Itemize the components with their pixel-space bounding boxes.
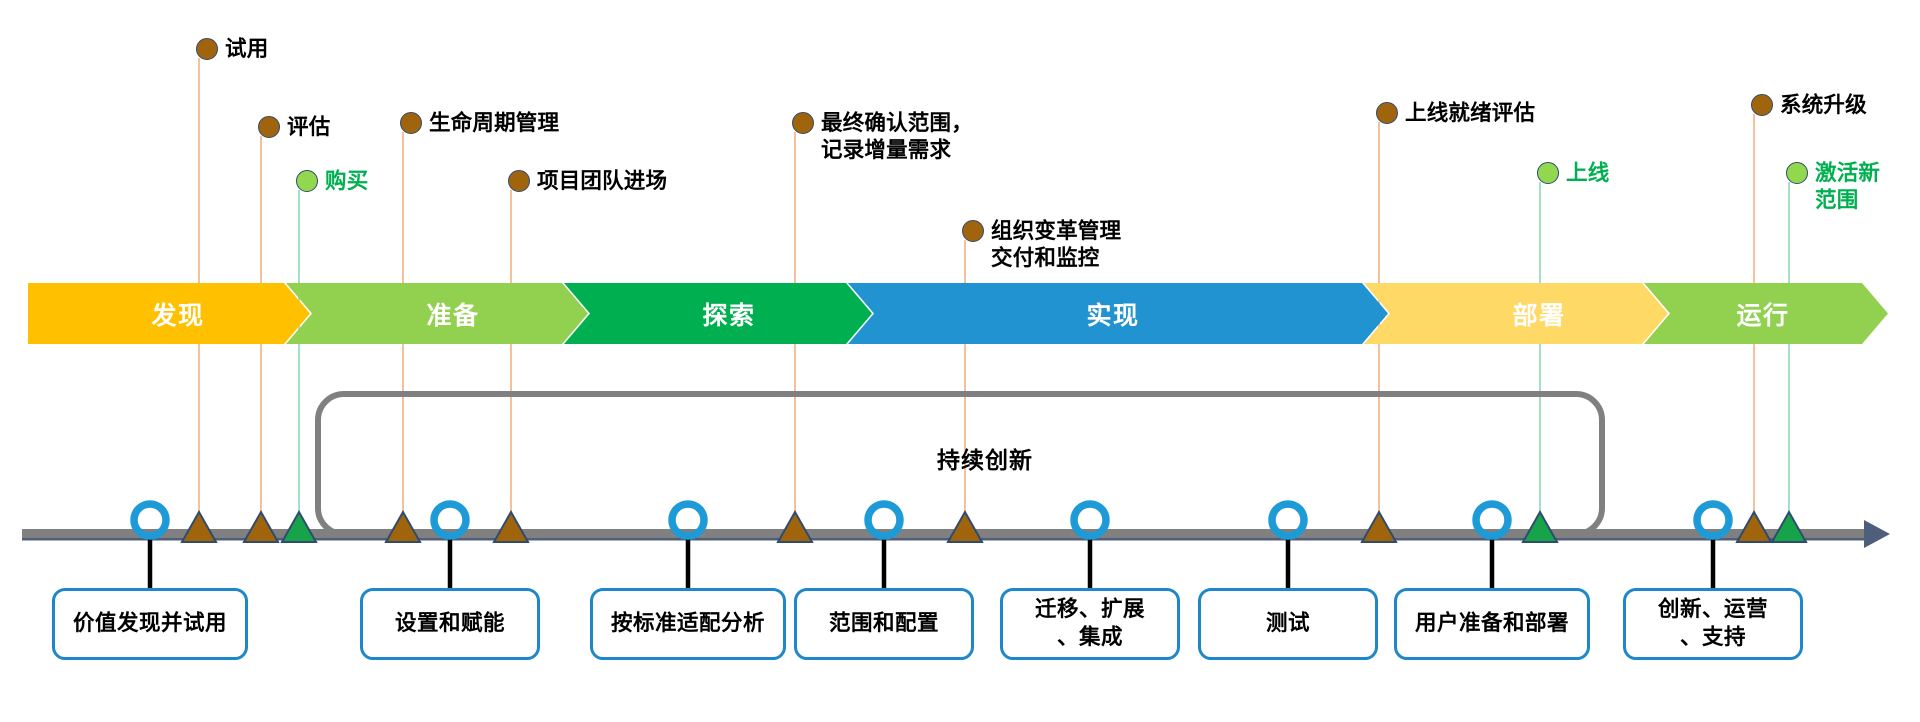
ring-marker-icon[interactable] <box>1472 500 1512 540</box>
triangle-marker-icon[interactable] <box>1360 509 1398 543</box>
continuous-innovation-label: 持续创新 <box>937 447 1033 473</box>
ring-marker-icon[interactable] <box>668 500 708 540</box>
triangle-marker-icon[interactable] <box>946 509 984 543</box>
activity-box-4[interactable]: 范围和配置 <box>794 588 974 660</box>
milestone-label: 激活新 范围 <box>1815 161 1881 213</box>
timeline-arrow-icon <box>1864 520 1890 548</box>
activity-box-label: 创新、运营 、支持 <box>1657 597 1768 649</box>
milestone-dot-icon <box>296 170 318 192</box>
phase-chevron[interactable] <box>1644 283 1888 344</box>
ring-marker-icon[interactable] <box>130 500 170 540</box>
milestone-dot-icon <box>792 112 814 134</box>
milestone-label: 购买 <box>325 169 369 193</box>
activity-box-label: 迁移、扩展 、集成 <box>1034 597 1145 649</box>
milestone-label: 试用 <box>225 37 269 61</box>
ring-marker-icon[interactable] <box>1268 500 1308 540</box>
triangle-marker-icon[interactable] <box>1735 509 1773 543</box>
milestone-dot-icon <box>962 220 984 242</box>
activity-stems-group <box>147 535 1716 594</box>
milestone-dot-icon <box>1786 162 1808 184</box>
milestone-dot-icon <box>1537 162 1559 184</box>
milestone-dot-icon <box>1751 94 1773 116</box>
triangle-marker-icon[interactable] <box>280 509 318 543</box>
milestone-dot-icon <box>508 170 530 192</box>
milestone-10[interactable]: 系统升级 <box>1751 92 1867 119</box>
milestone-1[interactable]: 试用 <box>196 36 268 63</box>
timeline-bar <box>22 529 1866 538</box>
milestone-label: 上线 <box>1566 161 1610 185</box>
phase-chevron[interactable] <box>286 283 588 344</box>
activity-box-label: 设置和赋能 <box>394 611 505 636</box>
milestone-label: 最终确认范围， 记录增量需求 <box>821 111 973 163</box>
timeline-axis <box>22 520 1890 548</box>
phase-chevrons-group <box>28 283 1888 344</box>
phase-chevron[interactable] <box>1364 283 1668 344</box>
ring-marker-icon[interactable] <box>430 500 470 540</box>
ring-marker-icon[interactable] <box>1693 500 1733 540</box>
triangle-marker-icon[interactable] <box>776 509 814 543</box>
milestone-9[interactable]: 上线 <box>1537 160 1609 187</box>
milestone-label: 上线就绪评估 <box>1405 101 1536 125</box>
triangle-marker-icon[interactable] <box>492 509 530 543</box>
activity-box-7[interactable]: 用户准备和部署 <box>1394 588 1590 660</box>
milestone-5[interactable]: 项目团队进场 <box>508 168 667 195</box>
milestone-2[interactable]: 评估 <box>258 114 330 141</box>
activity-box-label: 价值发现并试用 <box>72 611 227 636</box>
activity-box-label: 测试 <box>1265 611 1310 636</box>
milestone-label: 组织变革管理 交付和监控 <box>991 219 1122 271</box>
timeline-shadow <box>22 538 1866 541</box>
milestone-dot-icon <box>400 112 422 134</box>
milestone-7[interactable]: 组织变革管理 交付和监控 <box>962 218 1121 272</box>
phase-chevron[interactable] <box>848 283 1388 344</box>
activity-box-label: 用户准备和部署 <box>1414 611 1569 636</box>
milestone-3[interactable]: 购买 <box>296 168 368 195</box>
ring-marker-icon[interactable] <box>1070 500 1110 540</box>
phase-chevron[interactable] <box>564 283 872 344</box>
milestone-dot-icon <box>196 38 218 60</box>
phase-chevron[interactable] <box>28 283 310 344</box>
activity-box-5[interactable]: 迁移、扩展 、集成 <box>1000 588 1180 660</box>
activity-box-1[interactable]: 价值发现并试用 <box>52 588 248 660</box>
milestone-6[interactable]: 最终确认范围， 记录增量需求 <box>792 110 973 164</box>
activity-box-2[interactable]: 设置和赋能 <box>360 588 540 660</box>
activity-box-3[interactable]: 按标准适配分析 <box>590 588 786 660</box>
milestone-label: 评估 <box>287 115 331 139</box>
triangle-marker-icon[interactable] <box>242 509 280 543</box>
milestone-label: 系统升级 <box>1780 93 1867 117</box>
milestone-8[interactable]: 上线就绪评估 <box>1376 100 1535 127</box>
activity-box-8[interactable]: 创新、运营 、支持 <box>1623 588 1803 660</box>
milestone-label: 项目团队进场 <box>537 169 668 193</box>
milestone-4[interactable]: 生命周期管理 <box>400 110 559 137</box>
triangle-marker-icon[interactable] <box>1770 509 1808 543</box>
activity-box-label: 按标准适配分析 <box>610 611 765 636</box>
ring-marker-icon[interactable] <box>864 500 904 540</box>
milestone-dot-icon <box>1376 102 1398 124</box>
triangle-marker-icon[interactable] <box>384 509 422 543</box>
triangle-marker-icon[interactable] <box>180 509 218 543</box>
activity-box-6[interactable]: 测试 <box>1198 588 1378 660</box>
triangle-marker-icon[interactable] <box>1521 509 1559 543</box>
milestone-label: 生命周期管理 <box>429 111 560 135</box>
triangle-markers-group <box>180 509 1808 543</box>
activity-box-label: 范围和配置 <box>828 611 939 636</box>
milestone-dot-icon <box>258 116 280 138</box>
ring-markers-group <box>130 500 1733 540</box>
milestone-11[interactable]: 激活新 范围 <box>1786 160 1880 214</box>
